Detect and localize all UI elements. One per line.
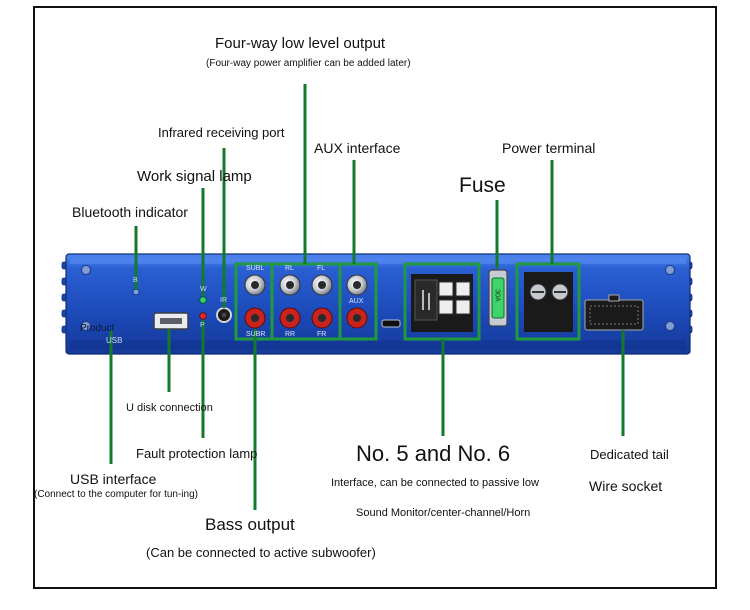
infrared-receiving-port[interactable] xyxy=(216,307,232,323)
rca-aux-r xyxy=(346,307,368,329)
panel-fl: FL xyxy=(317,265,326,272)
panel-bt-b: B xyxy=(133,277,138,284)
rca-sub-bottom xyxy=(244,307,266,329)
bass-title: Bass output xyxy=(205,515,295,534)
aux-interface-highlight xyxy=(338,262,378,341)
chassis-screws xyxy=(81,265,675,331)
panel-rl: RL xyxy=(285,265,294,272)
fault-lamp-label: Fault protection lamp xyxy=(136,446,258,461)
wire-socket-label: Wire socket xyxy=(589,478,663,494)
work-lamp-label: Work signal lamp xyxy=(137,168,252,185)
rca-sub-top xyxy=(244,274,266,296)
image-frame xyxy=(33,6,717,589)
usb-title: USB interface xyxy=(70,471,157,487)
panel-sub-top: SUBL xyxy=(246,265,265,272)
no5-no6-desc-1: Interface, can be connected to passive l… xyxy=(331,477,539,489)
panel-led-p: P xyxy=(200,322,205,329)
panel-aux: AUX xyxy=(349,298,364,305)
rca-aux-l xyxy=(346,274,368,296)
panel-led-w: W xyxy=(200,286,207,293)
mode-switch[interactable] xyxy=(381,319,401,328)
panel-ir: IR xyxy=(220,297,227,304)
wire-socket[interactable] xyxy=(584,294,644,331)
rca-fl xyxy=(311,274,333,296)
usb-note: (Connect to the computer for tun-ing) xyxy=(34,489,198,500)
panel-fr: FR xyxy=(317,331,327,338)
power-terminal-label: Power terminal xyxy=(502,140,596,156)
rca-rl xyxy=(279,274,301,296)
bluetooth-label: Bluetooth indicator xyxy=(72,204,188,220)
u-disk-label: U disk connection xyxy=(126,402,213,414)
usb-port[interactable] xyxy=(153,312,189,330)
panel-product-text: Product xyxy=(80,323,115,334)
panel-fuse-rating: 30A xyxy=(493,289,501,302)
aux-label: AUX interface xyxy=(314,140,401,156)
no5-no6-title: No. 5 and No. 6 xyxy=(356,441,511,466)
four-way-note: (Four-way power amplifier can be added l… xyxy=(206,58,411,69)
fuse xyxy=(488,269,508,327)
bass-note: (Can be connected to active subwoofer) xyxy=(146,545,376,560)
four-way-title: Four-way low level output xyxy=(215,35,386,52)
power-terminal-block xyxy=(524,272,573,332)
work-signal-lamp-led xyxy=(199,296,207,304)
callout-lines xyxy=(109,84,625,510)
panel-usb-text: USB xyxy=(106,336,123,345)
rca-jacks xyxy=(244,274,368,329)
fuse-label: Fuse xyxy=(459,174,506,197)
infrared-label: Infrared receiving port xyxy=(158,125,285,140)
panel-sub-bottom: SUBR xyxy=(246,331,266,338)
panel-rr: RR xyxy=(285,331,296,338)
speaker-terminal-block xyxy=(411,274,473,332)
rca-fr xyxy=(311,307,333,329)
no5-no6-desc-2: Sound Monitor/center-channel/Horn xyxy=(356,507,531,519)
dedicated-tail-label: Dedicated tail xyxy=(590,447,669,462)
fault-protection-lamp-led xyxy=(199,312,207,320)
power-terminal-highlight xyxy=(515,262,581,341)
rca-rr xyxy=(279,307,301,329)
